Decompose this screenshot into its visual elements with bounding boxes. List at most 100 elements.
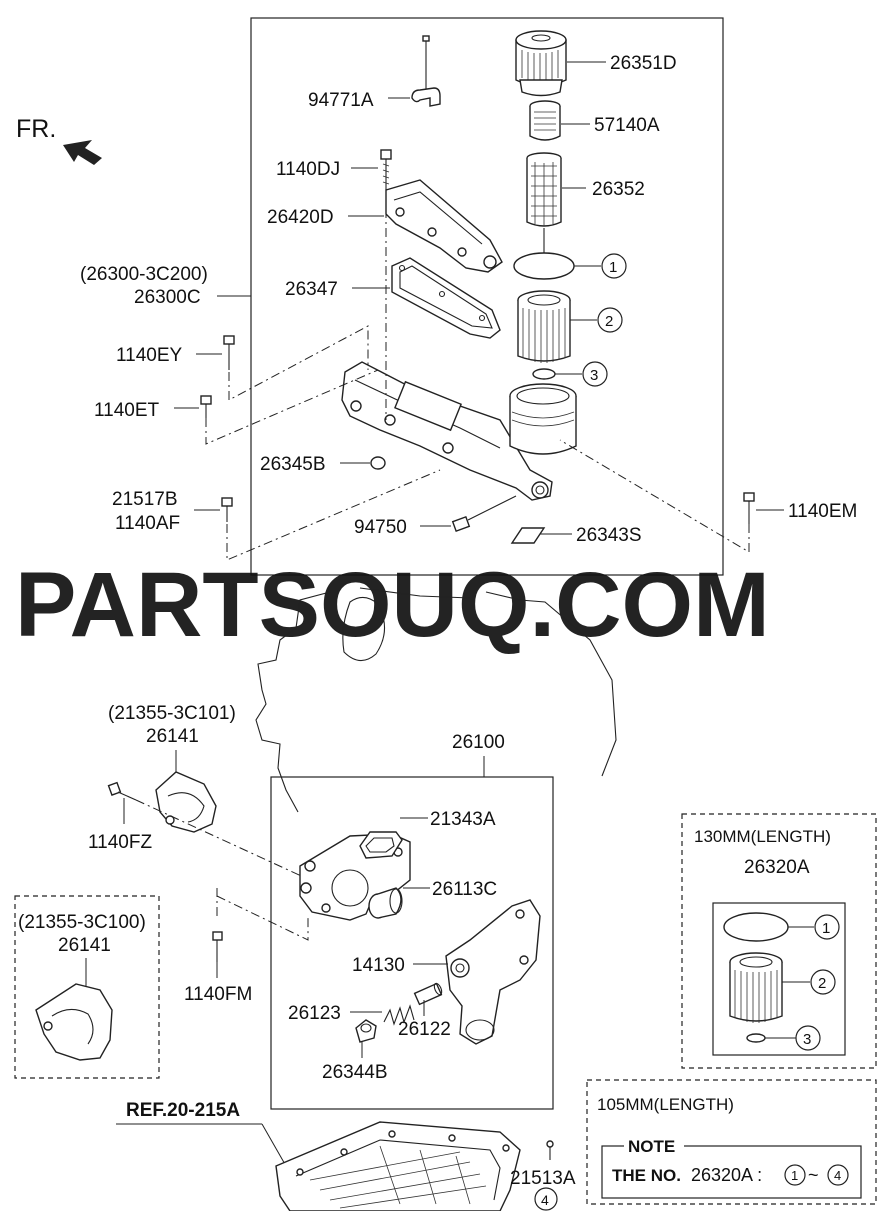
- label-14130: 14130: [352, 955, 405, 976]
- front-direction-arrow-icon: [63, 140, 102, 165]
- gasket-21343A-part: [359, 831, 403, 859]
- label-26300-ref: (26300-3C200): [80, 264, 208, 285]
- label-26113C: 26113C: [432, 879, 497, 900]
- bolt-1140EM-part: [743, 492, 755, 524]
- label-130mm: 130MM(LENGTH): [694, 827, 831, 846]
- kit-130mm-inner-box: [712, 902, 846, 1056]
- relief-plunger-part: [413, 982, 443, 1006]
- kit-filter-element-part: [729, 952, 783, 1023]
- seal-26113C-part: [368, 887, 403, 919]
- label-26141-2: 26141: [58, 935, 111, 956]
- bolt-1140DJ-part: [380, 149, 392, 190]
- ref-label-text: REF.20-215A: [126, 1100, 240, 1121]
- note-from-circle: [784, 1164, 806, 1186]
- kit-callout-2: 2: [818, 975, 826, 992]
- label-1140FZ: 1140FZ: [88, 832, 152, 853]
- label-26345B: 26345B: [260, 454, 326, 475]
- ref-label: REF.20-215A: [126, 1100, 240, 1121]
- label-21343A: 21343A: [430, 809, 496, 830]
- kit-callout-3-circle: [795, 1025, 821, 1051]
- note-prefix: THE NO.: [612, 1166, 681, 1185]
- kit-callout-3: 3: [803, 1031, 811, 1048]
- alt-cover-box: [14, 895, 160, 1079]
- label-1140AF: 1140AF: [115, 513, 180, 534]
- bolt-1140FM-part: [212, 931, 223, 962]
- filter-cap-part: [515, 30, 567, 97]
- bolt-21517B-part: [221, 497, 233, 522]
- callout-4: 4: [541, 1192, 549, 1208]
- install-line-1140FZ: [135, 799, 311, 881]
- label-1140EM: 1140EM: [788, 501, 857, 522]
- label-1140EY: 1140EY: [116, 345, 183, 366]
- relief-spring-part: [383, 1004, 415, 1026]
- filter-element-small-part: [529, 100, 561, 141]
- oil-pump-assembly-box: [270, 776, 554, 1110]
- label-1140FM: 1140FM: [184, 984, 252, 1005]
- label-105mm: 105MM(LENGTH): [597, 1095, 734, 1114]
- label-26320A: 26320A: [744, 857, 810, 878]
- note-to-circle: [827, 1164, 849, 1186]
- o-ring-part: [513, 252, 575, 280]
- label-57140A: 57140A: [594, 115, 660, 136]
- strainer-part: [526, 152, 562, 258]
- bolt-1140ET-part: [200, 395, 212, 418]
- engine-outline: [255, 587, 617, 813]
- label-1140ET: 1140ET: [94, 400, 160, 421]
- bolt-1140FZ-part: [107, 781, 137, 801]
- note-tilde: ~: [808, 1165, 819, 1185]
- small-o-ring-part: [532, 368, 556, 380]
- plug-26345B-part: [370, 456, 386, 470]
- note-title: NOTE: [628, 1137, 675, 1156]
- callout-3-circle: [582, 361, 608, 387]
- oil-pump-cover-part: [445, 899, 541, 1045]
- oil-pan-part: [275, 1121, 521, 1211]
- label-26300C: 26300C: [134, 287, 201, 308]
- label-94771A: 94771A: [308, 90, 374, 111]
- install-line-upper-left: [228, 325, 369, 401]
- label-26123: 26123: [288, 1003, 341, 1024]
- bracket-part: [411, 35, 441, 107]
- label-26420D: 26420D: [267, 207, 334, 228]
- label-26100: 26100: [452, 732, 505, 753]
- callout-2-circle: [597, 307, 623, 333]
- callout-1: 1: [609, 259, 617, 276]
- oil-pressure-switch-part: [451, 495, 517, 532]
- note-from: 1: [791, 1168, 798, 1183]
- bolt-1140EY-part: [223, 335, 235, 370]
- kit-o-ring-part: [723, 912, 789, 942]
- note-title-backing: [624, 1137, 684, 1155]
- plate-26343S-part: [510, 527, 546, 544]
- kit-105mm-box: [586, 1079, 877, 1205]
- timing-cover-part-1: [155, 771, 217, 833]
- drain-plug-part: [546, 1140, 554, 1160]
- callout-4-circle: [534, 1187, 558, 1211]
- callout-1-circle: [601, 253, 627, 279]
- watermark: PARTSOUQ.COM: [15, 554, 770, 656]
- kit-callout-1: 1: [822, 920, 830, 937]
- note-to: 4: [834, 1168, 841, 1183]
- callout-2: 2: [605, 313, 613, 330]
- label-26141-1: 26141: [146, 726, 199, 747]
- note-box: [601, 1145, 862, 1199]
- label-26122: 26122: [398, 1019, 451, 1040]
- note-part: 26320A :: [691, 1165, 762, 1185]
- oil-cooler-cover-part: [385, 179, 503, 273]
- install-line-right: [559, 439, 750, 553]
- kit-callout-2-circle: [810, 969, 836, 995]
- install-line-1140FM: [216, 888, 309, 941]
- front-direction-label: FR.: [16, 115, 56, 143]
- label-26352: 26352: [592, 179, 645, 200]
- label-21517B: 21517B: [112, 489, 178, 510]
- kit-130mm-box: [681, 813, 877, 1069]
- label-21355-ref-1: (21355-3C101): [108, 703, 236, 724]
- timing-cover-part-2: [35, 983, 113, 1061]
- label-26344B: 26344B: [322, 1062, 388, 1083]
- label-26351D: 26351D: [610, 53, 677, 74]
- callout-3: 3: [590, 367, 598, 384]
- gasket-part: [391, 257, 501, 339]
- kit-callout-1-circle: [814, 914, 840, 940]
- label-94750: 94750: [354, 517, 407, 538]
- install-line-upper-mid: [205, 369, 379, 445]
- kit-small-o-ring-part: [746, 1033, 766, 1043]
